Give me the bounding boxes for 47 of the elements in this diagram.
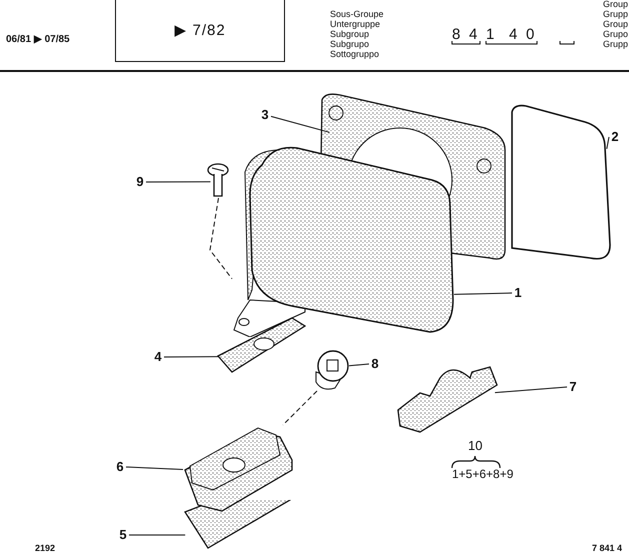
leader-line xyxy=(128,534,186,536)
leader-line xyxy=(494,386,568,394)
clip-drawing xyxy=(396,365,498,434)
group-digit: 8 xyxy=(452,27,460,42)
group-digit: 4 xyxy=(509,27,518,42)
group-digit: 0 xyxy=(526,27,534,42)
callout-number: 8 xyxy=(369,357,381,371)
leader-line xyxy=(146,181,211,182)
callout-number: 5 xyxy=(117,528,129,542)
label-text: Grupo xyxy=(603,30,628,39)
pad-drawing xyxy=(183,500,292,550)
leader-line xyxy=(270,116,330,133)
callout-number: 4 xyxy=(152,350,164,364)
screw-drawing xyxy=(207,162,230,198)
header-box xyxy=(115,0,285,62)
assembly-line xyxy=(282,390,318,426)
group-digit: 1 xyxy=(486,27,494,42)
label-text: Untergruppe xyxy=(330,20,380,29)
base-block-drawing xyxy=(183,425,294,514)
leader-line xyxy=(454,292,512,295)
leader-line xyxy=(348,364,370,366)
validity-text: ▶ 7/82 xyxy=(174,20,226,38)
callout-number: 2 xyxy=(609,130,621,144)
mounting-plate-drawing xyxy=(216,316,306,374)
label-text: 2192 xyxy=(35,544,56,553)
callout-number: 9 xyxy=(134,175,146,189)
label-text: 1+5+6+8+9 xyxy=(452,468,514,480)
label-text: Group xyxy=(603,0,628,9)
label-text: Sottogruppo xyxy=(330,50,380,59)
label-text: 06/81 ▶ 07/85 xyxy=(6,35,70,45)
label-text: Sous-Groupe xyxy=(330,10,384,19)
leader-line xyxy=(606,136,610,150)
label-text: Subgrupo xyxy=(330,40,370,49)
callout-number: 6 xyxy=(114,460,126,474)
leader-line xyxy=(164,356,220,358)
label-text: Subgroup xyxy=(330,30,370,39)
callout-number: 3 xyxy=(259,108,271,122)
group-digit: 4 xyxy=(469,27,478,42)
label-text: Grupp xyxy=(603,40,628,49)
label-text: Grupp xyxy=(603,10,628,19)
label-text: Group xyxy=(603,20,628,29)
callout-number: 7 xyxy=(567,380,579,394)
assembly-line xyxy=(209,198,232,280)
kit-number: 10 xyxy=(468,439,482,452)
label-text: 7 841 4 xyxy=(592,544,622,553)
callout-number: 1 xyxy=(512,286,524,300)
leader-line xyxy=(126,466,184,470)
